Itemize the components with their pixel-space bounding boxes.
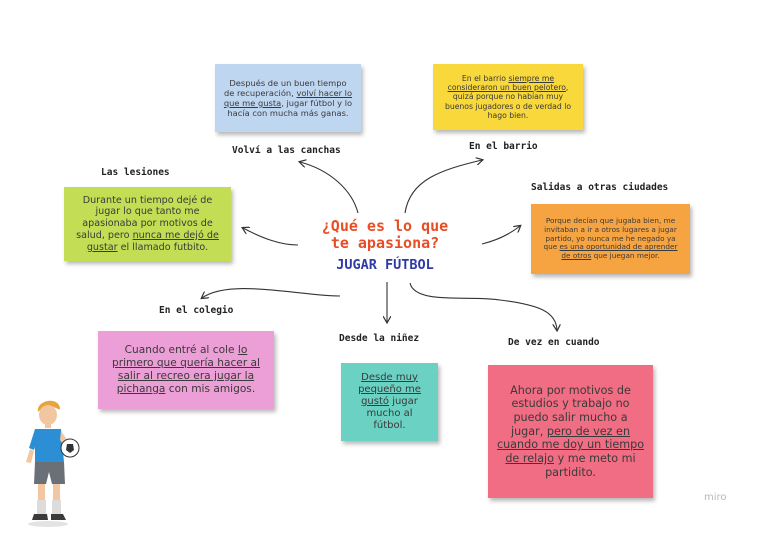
note-text: , quizá porque no habían muy buenos juga…: [444, 82, 572, 121]
note-text: En el barrio: [461, 73, 509, 83]
note-text: Porque decían que jugaba bien, me invita…: [543, 215, 677, 252]
center-title-line1: ¿Qué es lo que: [321, 217, 449, 235]
label-volvi: Volví a las canchas: [232, 145, 341, 156]
miro-watermark: miro: [704, 492, 727, 503]
sticky-note-colegio[interactable]: Cuando entré al cole lo primero que quer…: [98, 331, 274, 409]
arrow-barrio: [404, 160, 482, 214]
note-underlined-text: pero de vez en cuando me doy un tiempo d…: [496, 424, 645, 465]
label-ninez: Desde la niñez: [339, 333, 420, 344]
label-colegio: En el colegio: [159, 305, 234, 316]
sticky-note-volvi[interactable]: Después de un buen tiempo de recuperació…: [215, 64, 361, 132]
note-underlined-text: lo primero que quería hacer al salir al …: [112, 344, 260, 395]
note-text: Durante un tiempo dejé de jugar lo que t…: [76, 194, 213, 241]
note-text: , jugar fútbol y lo hacía con mucha más …: [227, 98, 353, 119]
note-underlined-text: siempre me consideraron un buen pelotero: [447, 73, 566, 92]
sticky-note-salidas[interactable]: Porque decían que jugaba bien, me invita…: [531, 204, 690, 274]
note-underlined-text: es una oportunidad de aprender de otros: [559, 242, 678, 261]
label-vez: De vez en cuando: [508, 337, 600, 348]
label-lesiones: Las lesiones: [101, 167, 170, 178]
arrow-vez: [409, 282, 557, 330]
note-text: con mis amigos.: [165, 382, 256, 395]
note-text: el llamado futbito.: [117, 241, 209, 253]
note-text: y me meto mi partidito.: [545, 451, 636, 479]
note-underlined-text: nunca me dejó de gustar: [86, 229, 219, 253]
arrow-salidas: [481, 226, 520, 245]
note-text: Cuando entré al cole: [124, 344, 238, 357]
note-underlined-text: volví hacer lo que me gusta: [223, 87, 353, 108]
sticky-note-lesiones[interactable]: Durante un tiempo dejé de jugar lo que t…: [64, 187, 231, 261]
arrow-colegio: [202, 288, 341, 298]
arrow-lesiones: [243, 228, 299, 246]
note-text: Ahora por motivos de estudios y trabajo …: [510, 383, 631, 438]
center-title-line2: te apasiona?: [330, 234, 440, 253]
sticky-note-vez[interactable]: Ahora por motivos de estudios y trabajo …: [488, 365, 653, 498]
label-barrio: En el barrio: [469, 141, 538, 152]
sticky-note-barrio[interactable]: En el barrio siempre me consideraron un …: [433, 64, 583, 130]
note-underlined-text: Desde muy pequeño me gustó: [358, 371, 421, 407]
arrow-volvi: [300, 162, 359, 214]
label-salidas: Salidas a otras ciudades: [531, 182, 669, 193]
sticky-note-ninez[interactable]: Desde muy pequeño me gustó jugar mucho a…: [341, 363, 438, 441]
center-title: ¿Qué es lo que te apasiona?: [300, 217, 470, 253]
center-subtitle: JUGAR FÚTBOL: [336, 257, 434, 273]
note-text: Después de un buen tiempo de recuperació…: [223, 77, 347, 98]
soccer-player-illustration: [26, 400, 80, 527]
note-text: que juegan mejor.: [591, 251, 660, 261]
note-text: jugar mucho al fútbol.: [366, 395, 418, 432]
